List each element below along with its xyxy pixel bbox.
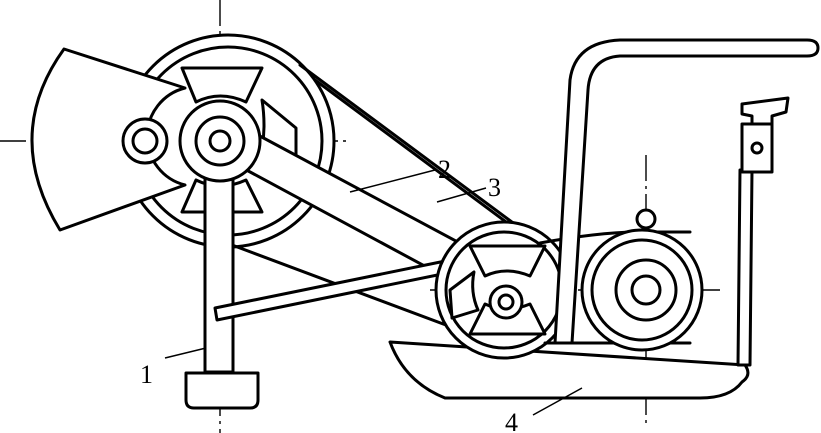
handle-frame (553, 38, 820, 345)
right-upright (736, 96, 790, 367)
base-plate (388, 340, 750, 400)
eccentric-hub (121, 117, 169, 165)
label-link-rod: 2 (438, 155, 451, 184)
leader-lines (164, 169, 583, 416)
diagonal-brace (213, 256, 464, 322)
label-base-plate: 4 (505, 408, 518, 433)
support-leg (184, 170, 260, 410)
main-shaft-hub (178, 99, 262, 183)
motor-pulley (538, 208, 704, 352)
label-leg: 1 (140, 360, 153, 389)
eccentric-sector (30, 47, 187, 232)
label-belt: 3 (488, 173, 501, 202)
small-pulley (434, 220, 574, 360)
